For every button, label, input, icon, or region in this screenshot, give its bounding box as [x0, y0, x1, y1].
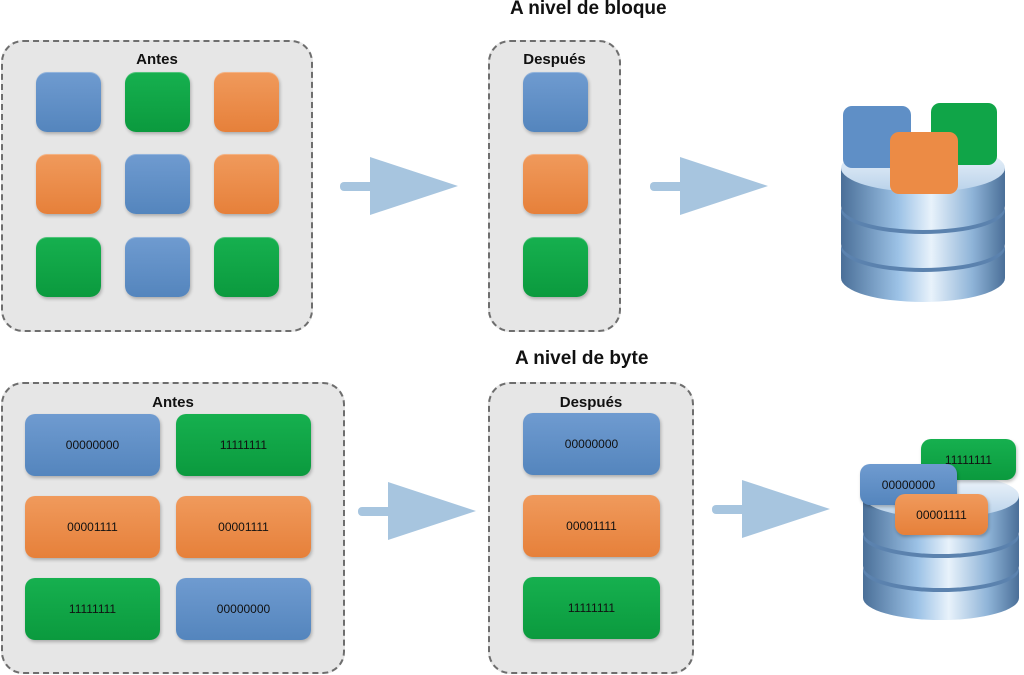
stored-byte-cell: 00001111 [895, 494, 988, 535]
byte-cell: 11111111 [176, 414, 311, 476]
right-arrow-icon [358, 482, 476, 540]
byte-cell: 00001111 [176, 496, 311, 558]
byte-cell: 11111111 [25, 578, 160, 640]
byte-cell: 00000000 [176, 578, 311, 640]
database-icon [841, 103, 1005, 302]
block-tile [125, 72, 190, 132]
block-tile [523, 72, 588, 132]
right-arrow-icon [712, 480, 830, 538]
block-tile [214, 237, 279, 297]
block-tile [523, 154, 588, 214]
block-tile [214, 72, 279, 132]
byte-level-title: A nivel de byte [515, 348, 649, 369]
block-after-label: Después [523, 51, 586, 68]
byte-cell: 00000000 [25, 414, 160, 476]
block-tile [36, 72, 101, 132]
block-tile [125, 154, 190, 214]
block-before-label: Antes [136, 51, 178, 68]
right-arrow-icon [650, 157, 768, 215]
block-tile [523, 237, 588, 297]
block-tile [214, 154, 279, 214]
block-tile [36, 154, 101, 214]
block-level-title: A nivel de bloque [510, 0, 667, 19]
byte-cell: 00001111 [25, 496, 160, 558]
byte-cell: 11111111 [523, 577, 660, 639]
right-arrow-icon [340, 157, 458, 215]
byte-cell: 00001111 [523, 495, 660, 557]
byte-before-label: Antes [152, 394, 194, 411]
block-tile [125, 237, 190, 297]
byte-after-label: Después [559, 394, 623, 411]
block-tile [36, 237, 101, 297]
stored-byte-cell: 11111111 [921, 439, 1016, 480]
byte-cell: 00000000 [523, 413, 660, 475]
